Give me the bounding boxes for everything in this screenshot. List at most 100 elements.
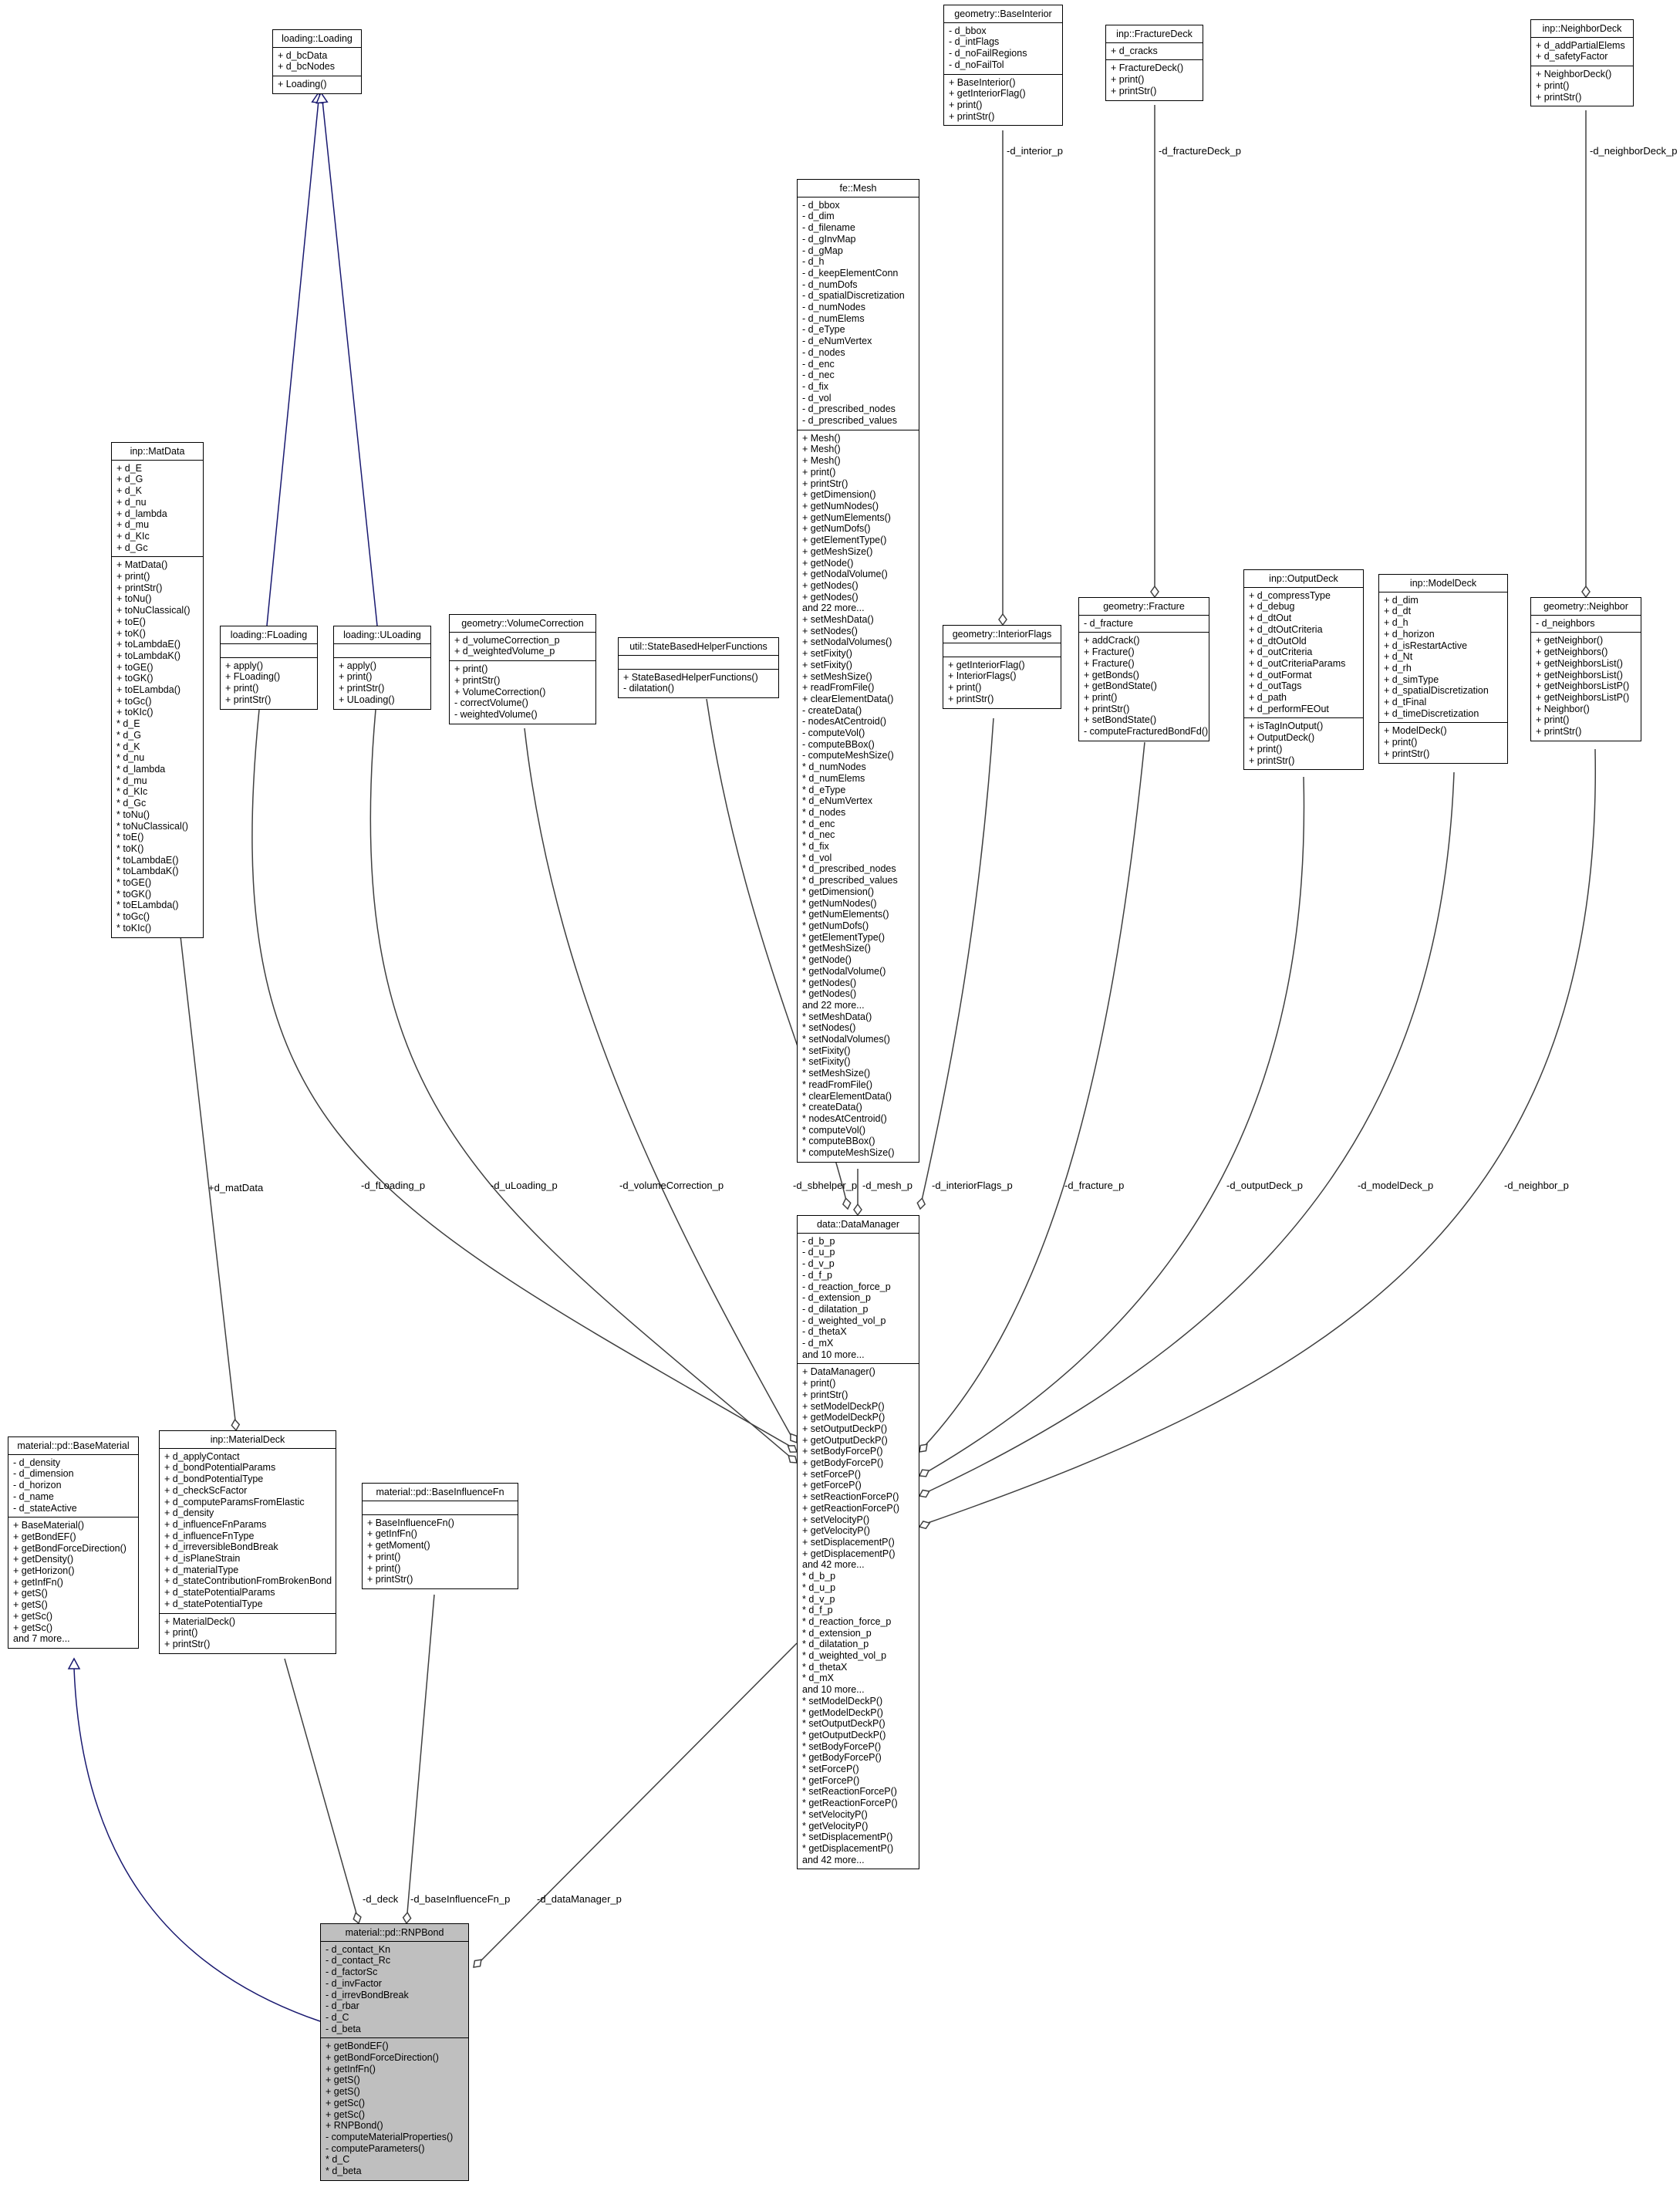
edge-line — [479, 1642, 798, 1963]
method-item: + getModelDeckP() — [802, 1412, 886, 1423]
method-item: * toELambda() — [116, 900, 179, 911]
method-item: + printStr() — [1536, 726, 1582, 738]
attribute-item: - d_spatialDiscretization — [802, 290, 905, 302]
class-name: inp::OutputDeck — [1269, 573, 1338, 584]
attribute-item: - d_beta — [326, 2023, 361, 2034]
attribute-item: + d_G — [116, 474, 143, 485]
association-edge-agg-datamanager — [473, 1642, 798, 1968]
method-item: + printStr() — [1384, 748, 1430, 759]
attribute-item: - d_enc — [802, 358, 835, 370]
attribute-item: - d_nec — [802, 370, 835, 381]
method-item: + getForceP() — [802, 1480, 862, 1491]
method-item: + Mesh() — [802, 444, 841, 455]
attribute-item: + d_bondPotentialParams — [164, 1462, 276, 1474]
method-item: + print() — [1111, 74, 1145, 86]
method-item: + print() — [339, 671, 373, 683]
method-item: + getSc() — [326, 2097, 366, 2108]
methods-section: + Mesh()+ Mesh()+ Mesh()+ print()+ print… — [798, 429, 919, 1162]
method-item: + StateBasedHelperFunctions() — [623, 671, 758, 683]
method-item: * getNode() — [802, 954, 852, 966]
method-item: + Mesh() — [802, 455, 841, 467]
association-edge-agg-modeldeck — [918, 771, 1455, 1498]
attributes-section: + d_cracks — [1106, 42, 1203, 60]
method-item: + getDisplacementP() — [802, 1548, 896, 1559]
attribute-item: - d_weighted_vol_p — [802, 1315, 886, 1326]
method-item: - computeMeshSize() — [802, 750, 894, 761]
attribute-item: + d_dtOut — [1249, 613, 1292, 624]
method-item: * toNu() — [116, 809, 150, 820]
inheritance-arrowhead — [67, 1657, 81, 1669]
method-item: + getNeighborsList() — [1536, 657, 1623, 669]
edge-line — [284, 1658, 357, 1914]
method-item: + getNeighborsList() — [1536, 669, 1623, 680]
method-item: * getNodes() — [802, 977, 857, 988]
method-item: + getNodalVolume() — [802, 569, 888, 580]
attributes-section — [619, 654, 778, 669]
edge-line — [925, 771, 1455, 1494]
class-box-material-pd-baseinfluencefn: material::pd::BaseInfluenceFn+ BaseInflu… — [362, 1483, 518, 1589]
edge-line — [369, 709, 791, 1458]
method-item: + printStr() — [339, 683, 385, 694]
attribute-item: - d_numDofs — [802, 279, 858, 290]
method-item: * d_nu — [116, 752, 145, 764]
method-item: + setFixity() — [802, 659, 852, 670]
aggregation-diamond — [919, 1443, 928, 1453]
inheritance-edge-gen-uloading — [315, 91, 378, 626]
method-item: + getNumNodes() — [802, 500, 879, 511]
method-item: + InteriorFlags() — [948, 670, 1017, 682]
attributes-section: - d_bbox- d_intFlags- d_noFailRegions- d… — [944, 22, 1062, 74]
attribute-item: - d_contact_Rc — [326, 1955, 391, 1966]
methods-section: + MatData()+ print()+ printStr()+ toNu()… — [112, 556, 203, 937]
methods-section: + getBondEF()+ getBondForceDirection()+ … — [321, 2037, 468, 2179]
attribute-item: + d_debug — [1249, 601, 1295, 613]
method-item: + printStr() — [1111, 85, 1157, 96]
class-name: loading::Loading — [282, 33, 353, 44]
methods-section: + ModelDeck()+ print()+ printStr() — [1379, 722, 1507, 762]
method-item: + printStr() — [164, 1638, 211, 1649]
method-item: + ULoading() — [339, 694, 395, 705]
method-item: * getNodes() — [802, 988, 857, 1000]
method-item: - nodesAtCentroid() — [802, 716, 887, 728]
method-item: + RNPBond() — [326, 2120, 383, 2132]
method-item: + getOutputDeckP() — [802, 1434, 888, 1446]
method-item: + apply() — [339, 660, 376, 671]
edge-label: -d_fracture_p — [1064, 1180, 1124, 1191]
edge-label: -d_uLoading_p — [491, 1180, 558, 1191]
method-item: + setDisplacementP() — [802, 1536, 895, 1548]
attribute-item: + d_outTags — [1249, 680, 1302, 692]
edge-line — [524, 728, 791, 1436]
method-item: + addCrack() — [1084, 635, 1140, 646]
attributes-section: - d_neighbors — [1531, 614, 1641, 633]
method-item: + toNu() — [116, 593, 152, 605]
method-item: + getNeighborsListP() — [1536, 680, 1630, 692]
method-item: + print() — [454, 663, 488, 675]
aggregation-diamond — [788, 1455, 798, 1463]
attribute-item: - d_bbox — [802, 199, 840, 211]
method-item: + isTagInOutput() — [1249, 721, 1324, 732]
method-item: * d_v_p — [802, 1593, 835, 1605]
edges-layer — [67, 91, 1596, 2022]
method-item: - correctVolume() — [454, 697, 528, 709]
methods-section: + BaseInfluenceFn()+ getInfFn()+ getMome… — [363, 1514, 518, 1588]
attribute-item: - d_gMap — [802, 245, 843, 256]
method-item: - computeVol() — [802, 728, 865, 739]
attribute-item: - d_C — [326, 2011, 349, 2023]
method-item: + printStr() — [116, 582, 163, 593]
edge-line — [923, 741, 1145, 1447]
method-item: + Fracture() — [1084, 657, 1135, 669]
edge-label: -d_fractureDeck_p — [1159, 145, 1241, 157]
method-item: + NeighborDeck() — [1536, 69, 1612, 80]
attribute-item: + d_performFEOut — [1249, 703, 1329, 714]
method-item: * d_numElems — [802, 772, 865, 784]
method-item: + printStr() — [802, 1389, 848, 1400]
method-item: + getNeighborsListP() — [1536, 691, 1630, 703]
method-item: + printStr() — [949, 110, 995, 122]
class-box-inp-outputdeck: inp::OutputDeck+ d_compressType+ d_debug… — [1243, 569, 1364, 771]
attributes-section — [221, 643, 317, 657]
attribute-item: - d_gInvMap — [802, 233, 856, 245]
association-edge-agg-uloading — [369, 709, 798, 1463]
methods-section: + BaseMaterial()+ getBondEF()+ getBondFo… — [8, 1517, 138, 1648]
method-item: * setNodalVolumes() — [802, 1034, 890, 1045]
attribute-item: + d_horizon — [1384, 628, 1435, 640]
method-item: + clearElementData() — [802, 693, 894, 704]
